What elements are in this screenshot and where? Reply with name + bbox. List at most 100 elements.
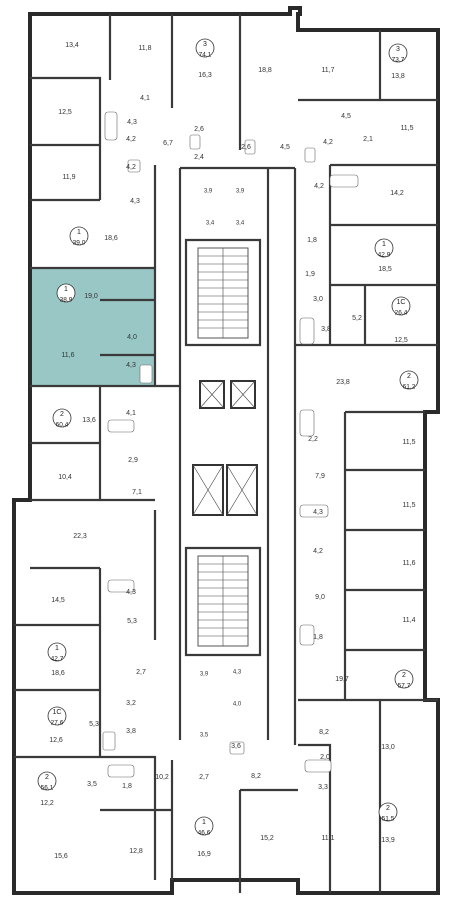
- room-area: 4,3: [126, 362, 136, 369]
- room-area: 19,7: [335, 676, 349, 683]
- room-area: 2,7: [199, 774, 209, 781]
- room-area: 11,6: [61, 352, 74, 359]
- svg-text:46,6: 46,6: [198, 830, 211, 837]
- room-area: 11,5: [402, 439, 415, 446]
- room-area: 4,5: [280, 144, 290, 151]
- room-area: 12,5: [394, 337, 408, 344]
- room-area: 3,9: [236, 189, 245, 195]
- room-area: 16,3: [198, 72, 212, 79]
- room-area: 7,9: [315, 473, 325, 480]
- apartment-badge[interactable]: 1 39,0: [69, 226, 89, 247]
- svg-text:38,9: 38,9: [60, 297, 73, 304]
- room-area: 14,5: [51, 597, 65, 604]
- room-area: 8,2: [251, 773, 261, 780]
- room-area: 4,3: [127, 119, 137, 126]
- room-area: 23,8: [336, 379, 350, 386]
- room-area: 4,3: [233, 670, 242, 676]
- room-area: 13,4: [65, 42, 79, 49]
- room-area: 3,9: [200, 672, 209, 678]
- room-area: 10,2: [155, 774, 169, 781]
- room-area: 4,2: [126, 164, 136, 171]
- room-area: 11,7: [321, 67, 334, 74]
- room-area: 1,8: [313, 634, 323, 641]
- svg-text:60,4: 60,4: [56, 422, 69, 429]
- room-area: 22,3: [73, 533, 87, 540]
- left-partitions: [14, 14, 174, 880]
- room-area: 5,3: [89, 721, 99, 728]
- room-area: 7,1: [132, 489, 142, 496]
- room-area: 4,3: [126, 589, 136, 596]
- svg-text:39,0: 39,0: [73, 240, 86, 247]
- svg-text:1: 1: [202, 819, 206, 826]
- svg-text:2: 2: [407, 373, 411, 380]
- room-area: 3,3: [318, 784, 328, 791]
- room-area: 2,1: [363, 136, 373, 143]
- room-area: 16,9: [197, 851, 211, 858]
- svg-text:2: 2: [45, 774, 49, 781]
- room-area: 10,4: [58, 474, 72, 481]
- room-area: 11,1: [321, 835, 334, 842]
- room-area: 4,2: [126, 136, 136, 143]
- room-area: 8,2: [319, 729, 329, 736]
- apartment-badge[interactable]: 1С 27,6: [47, 706, 67, 727]
- room-area: 13,8: [391, 73, 405, 80]
- room-area: 3,8: [126, 728, 136, 735]
- room-area: 11,5: [400, 125, 413, 132]
- svg-text:42,9: 42,9: [378, 252, 391, 259]
- room-area: 3,4: [236, 221, 245, 227]
- room-area: 4,5: [341, 113, 351, 120]
- highlighted-apartment[interactable]: [31, 268, 155, 386]
- room-area: 18,6: [51, 670, 65, 677]
- room-area: 19,0: [84, 293, 98, 300]
- svg-text:1: 1: [64, 286, 68, 293]
- svg-text:3: 3: [203, 41, 207, 48]
- room-area: 4,2: [314, 183, 324, 190]
- room-area: 9,0: [315, 594, 325, 601]
- room-area: 11,5: [402, 502, 415, 509]
- room-area: 13,9: [381, 837, 395, 844]
- room-area: 13,0: [381, 744, 395, 751]
- core-walls: [153, 165, 297, 745]
- svg-text:26,4: 26,4: [395, 310, 408, 317]
- room-area: 2,0: [320, 754, 330, 761]
- apartment-badge[interactable]: 2 56,1: [37, 771, 57, 792]
- room-area: 2,4: [194, 154, 204, 161]
- apartment-badge[interactable]: 1 46,6: [194, 816, 214, 837]
- room-area: 6,7: [163, 140, 173, 147]
- svg-text:42,7: 42,7: [51, 656, 64, 663]
- apartment-badge[interactable]: 1 38,9: [56, 283, 76, 304]
- apartment-badges: 3 74,1 3 73,7 1 39,0 1 42,9 1 38,9 1С 26…: [37, 38, 419, 837]
- svg-text:56,1: 56,1: [41, 785, 54, 792]
- apartment-badge[interactable]: 1С 26,4: [391, 296, 411, 317]
- room-area: 3,8: [321, 326, 331, 333]
- room-area: 18,8: [258, 67, 272, 74]
- room-area: 3,4: [206, 221, 215, 227]
- svg-text:1: 1: [382, 241, 386, 248]
- svg-text:27,6: 27,6: [51, 720, 64, 727]
- room-area: 3,0: [313, 296, 323, 303]
- room-area: 2,2: [308, 436, 318, 443]
- room-area: 12,2: [40, 800, 54, 807]
- svg-text:1: 1: [77, 229, 81, 236]
- apartment-badge[interactable]: 1 42,9: [374, 238, 394, 259]
- svg-text:1С: 1С: [397, 299, 406, 306]
- room-area: 11,9: [62, 174, 75, 181]
- room-area: 4,1: [126, 410, 136, 417]
- svg-text:51,5: 51,5: [382, 816, 395, 823]
- apartment-badge[interactable]: 3 73,7: [388, 43, 408, 64]
- apartment-badge[interactable]: 2 61,2: [399, 370, 419, 391]
- apartment-badge[interactable]: 2 57,7: [394, 669, 414, 690]
- room-area: 15,6: [54, 853, 68, 860]
- apartment-badge[interactable]: 2 51,5: [378, 802, 398, 823]
- apartment-badge[interactable]: 2 60,4: [52, 408, 72, 429]
- apartment-badge[interactable]: 1 42,7: [47, 642, 67, 663]
- apartment-badge[interactable]: 3 74,1: [195, 38, 215, 59]
- svg-text:1: 1: [55, 645, 59, 652]
- outer-wall: [12, 6, 440, 895]
- room-area: 4,3: [130, 198, 140, 205]
- room-labels: 13,4 11,8 16,3 18,8 11,7 13,8 12,5 4,1 4…: [40, 42, 415, 860]
- room-area: 18,5: [378, 266, 392, 273]
- room-area: 3,9: [204, 189, 213, 195]
- room-area: 12,5: [58, 109, 72, 116]
- room-area: 2,7: [136, 669, 146, 676]
